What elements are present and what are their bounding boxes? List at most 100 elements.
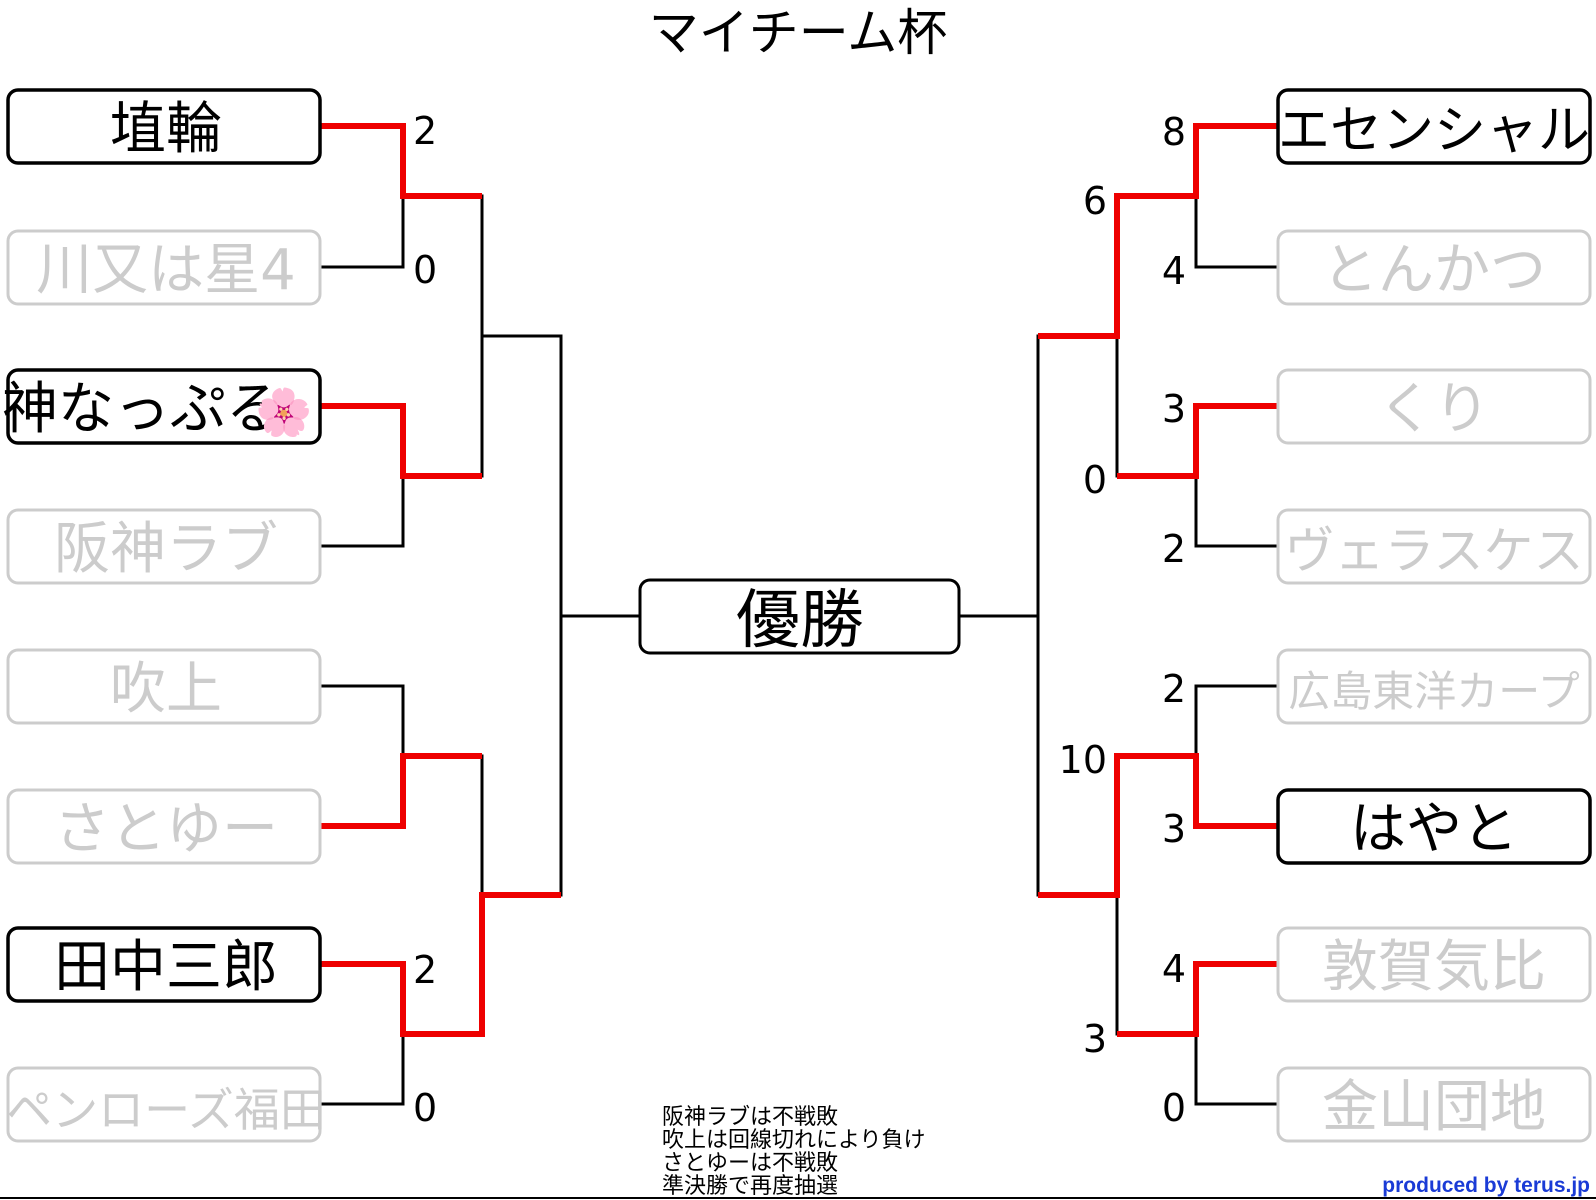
score-left-2: 0 [413, 248, 437, 292]
team-box-frame [1276, 788, 1592, 865]
score-right-qf-4: 3 [1083, 1017, 1107, 1061]
champion-box-frame [638, 578, 961, 655]
win-path-kaminappuru [320, 403, 482, 479]
team-box[interactable]: 金山団地 [1276, 1066, 1592, 1143]
line-l5-bottom [403, 336, 484, 478]
team-box-frame [1276, 88, 1592, 165]
left-teams: 埴輪 川又は星4 神なっぷる 🌸 阪神ラブ 吹上 さとゆー 田中三郎 [2, 88, 326, 1143]
team-name: とんかつ [1322, 238, 1546, 303]
champion-box: 優勝 [638, 578, 961, 658]
cherry-blossom-icon: 🌸 [255, 385, 312, 439]
line-r2-bottom [1194, 476, 1278, 548]
team-box-frame [6, 648, 322, 725]
team-box[interactable]: ペンローズ福田 [6, 1066, 326, 1143]
win-path-tsuruga [1117, 961, 1278, 1037]
team-name: 敦賀気比 [1322, 935, 1546, 1000]
team-box[interactable]: 敦賀気比 [1276, 926, 1592, 1003]
score-right-8: 0 [1162, 1086, 1186, 1130]
team-box-frame [6, 368, 322, 445]
line-l3-top [320, 684, 405, 756]
win-path-tanaka [320, 892, 561, 1037]
team-box[interactable]: 神なっぷる 🌸 [2, 368, 322, 445]
team-box[interactable]: とんかつ [1276, 229, 1592, 306]
bracket-title: マイチーム杯 [649, 4, 948, 62]
score-right-1: 8 [1162, 110, 1186, 154]
right-teams: エセンシャル とんかつ くり ヴェラスケス 広島東洋カープ はやと 敦賀気比 [1276, 88, 1592, 1143]
line-l1-bottom [320, 196, 405, 269]
line-l2-top [320, 404, 405, 476]
notes: 阪神ラブは不戦敗 吹上は回線切れにより負け さとゆーは不戦敗 準決勝で再度抽選 [662, 1105, 926, 1199]
team-box-frame [1276, 926, 1592, 1003]
line-r4-top [1194, 962, 1278, 1034]
team-box-frame [1276, 229, 1592, 306]
line-l4-bottom [320, 1034, 405, 1106]
line-r4-bottom [1194, 1034, 1278, 1106]
team-name: はやと [1350, 797, 1518, 862]
score-right-qf-1: 6 [1083, 179, 1107, 223]
credit-link[interactable]: produced by terus.jp [1382, 1174, 1590, 1197]
team-name: 吹上 [110, 657, 222, 722]
team-name: くり [1378, 377, 1490, 442]
score-left-8: 0 [413, 1086, 437, 1130]
score-right-2: 4 [1162, 249, 1186, 293]
team-box[interactable]: さとゆー [6, 788, 322, 865]
line-l7-top [482, 334, 563, 616]
score-right-5: 2 [1162, 667, 1186, 711]
team-box[interactable]: 川又は星4 [6, 229, 322, 306]
line-r2-top [1194, 404, 1278, 476]
team-name: 田中三郎 [54, 935, 278, 1000]
score-right-4: 2 [1162, 527, 1186, 571]
win-path-essential [1038, 123, 1278, 339]
line-l2-bottom [320, 476, 405, 548]
scores: 2 0 2 0 8 4 3 2 2 3 4 0 6 0 10 3 [413, 109, 1186, 1130]
team-box-frame [6, 88, 322, 165]
team-box[interactable]: 広島東洋カープ [1276, 648, 1592, 725]
note-line: さとゆーは不戦敗 [662, 1151, 838, 1176]
team-box[interactable]: 阪神ラブ [6, 508, 322, 585]
score-right-qf-3: 10 [1059, 738, 1107, 782]
team-name: 金山団地 [1322, 1075, 1546, 1140]
team-name: さとゆー [54, 797, 278, 862]
team-name: エセンシャル [1278, 101, 1590, 161]
score-left-7: 2 [413, 948, 437, 992]
team-name: 川又は星4 [36, 238, 296, 303]
winner-paths [320, 123, 1278, 1037]
team-box[interactable]: くり [1276, 368, 1592, 445]
win-path-kuri [1117, 403, 1278, 479]
line-r1-bottom [1194, 196, 1278, 269]
team-box-frame [6, 229, 322, 306]
score-right-3: 3 [1162, 387, 1186, 431]
team-box-frame [1276, 1066, 1592, 1143]
team-box[interactable]: はやと [1276, 788, 1592, 865]
score-right-7: 4 [1162, 947, 1186, 991]
team-box-frame [6, 926, 322, 1003]
line-r3-top [1194, 684, 1278, 756]
team-box[interactable]: 田中三郎 [6, 926, 322, 1003]
team-box-frame [6, 1066, 322, 1143]
note-line: 準決勝で再度抽選 [662, 1174, 838, 1199]
line-r3-bottom [1194, 756, 1278, 828]
team-box[interactable]: ヴェラスケス [1276, 508, 1592, 585]
line-l4-top [320, 962, 405, 1034]
score-right-6: 3 [1162, 807, 1186, 851]
team-box[interactable]: 埴輪 [6, 88, 322, 165]
win-path-hayato [1038, 753, 1278, 898]
note-line: 吹上は回線切れにより負け [662, 1128, 926, 1153]
team-name: ヴェラスケス [1285, 522, 1584, 580]
score-right-qf-2: 0 [1083, 458, 1107, 502]
team-box-frame [6, 788, 322, 865]
team-box[interactable]: 吹上 [6, 648, 322, 725]
line-l6-top [403, 754, 484, 895]
team-box-frame [1276, 648, 1592, 725]
line-l1-top [320, 124, 405, 196]
line-l3-bottom [320, 756, 405, 828]
score-left-1: 2 [413, 109, 437, 153]
champion-label: 優勝 [736, 584, 864, 658]
team-box-frame [1276, 508, 1592, 585]
team-box[interactable]: エセンシャル [1276, 88, 1592, 165]
team-name: 神なっぷる [2, 377, 282, 442]
note-line: 阪神ラブは不戦敗 [662, 1105, 838, 1130]
team-box-frame [1276, 368, 1592, 445]
